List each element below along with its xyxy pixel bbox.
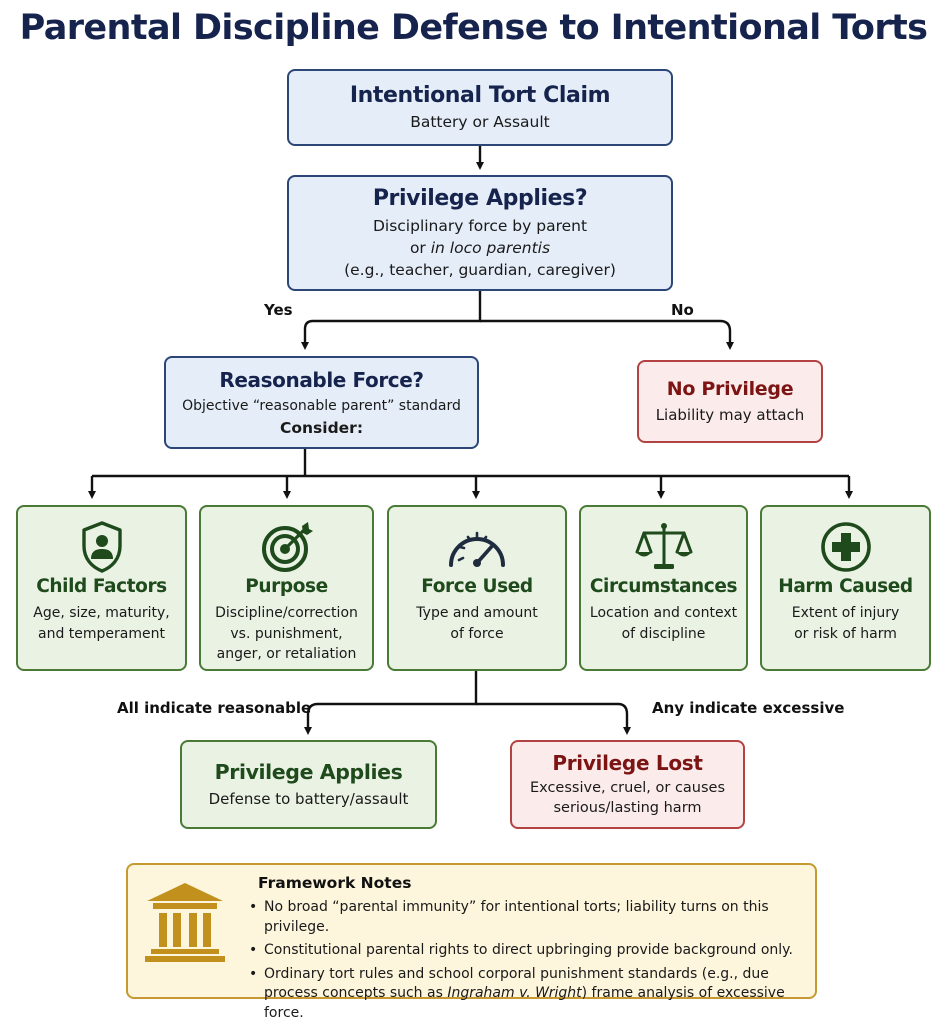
consider-label: Consider: <box>279 419 364 437</box>
privilege-question-line2: or in loco parentis <box>410 237 550 259</box>
notes-item: No broad “parental immunity” for intenti… <box>244 898 812 937</box>
no-privilege-title: No Privilege <box>666 378 794 400</box>
reasonable-force-standard: Objective “reasonable parent” standard <box>182 398 461 414</box>
notes-list: No broad “parental immunity” for intenti… <box>244 898 812 1027</box>
factor-description: Extent of injury or risk of harm <box>766 603 925 644</box>
privilege-lost-line1: Excessive, cruel, or causes <box>529 780 726 796</box>
gauge-icon <box>389 519 565 575</box>
all-reasonable-label: All indicate reasonable <box>117 699 312 717</box>
in-loco-parentis-text: in loco parentis <box>430 238 551 257</box>
privilege-applies-title: Privilege Applies <box>214 760 403 784</box>
claim-subtitle: Battery or Assault <box>410 112 550 131</box>
factor-line: of force <box>450 625 504 642</box>
factor-title: Circumstances <box>589 576 738 597</box>
factor-card-purpose: Purpose Discipline/correction vs. punish… <box>199 505 374 671</box>
factor-line: anger, or retaliation <box>216 646 357 662</box>
factor-line: Discipline/correction <box>215 605 358 621</box>
factor-line: or risk of harm <box>794 625 897 642</box>
factor-description: Location and context of discipline <box>585 603 742 644</box>
page-title: Parental Discipline Defense to Intention… <box>19 8 928 48</box>
courthouse-icon <box>143 881 227 963</box>
arrow-privilege-to-reasonable <box>301 291 482 350</box>
factor-title: Purpose <box>245 576 328 597</box>
any-excessive-label: Any indicate excessive <box>652 699 845 717</box>
privilege-question-line3: (e.g., teacher, guardian, caregiver) <box>344 260 616 279</box>
notes-item: Ordinary tort rules and school corporal … <box>244 965 812 1024</box>
privilege-lost-line2: serious/lasting harm <box>553 800 702 816</box>
claim-title: Intentional Tort Claim <box>349 82 611 108</box>
medical-cross-icon <box>762 519 929 575</box>
privilege-lost-title: Privilege Lost <box>552 751 703 775</box>
factor-description: Discipline/correction vs. punishment, an… <box>205 603 368 665</box>
arrow-force-to-privilege-applies <box>304 671 478 735</box>
factor-description: Age, size, maturity, and temperament <box>22 603 181 644</box>
factor-line: Extent of injury <box>791 605 900 621</box>
factor-card-child-factors: Child Factors Age, size, maturity, and t… <box>16 505 187 671</box>
scales-icon <box>581 519 746 575</box>
factor-title: Force Used <box>421 576 533 597</box>
arrow-privilege-to-no-privilege <box>480 319 734 350</box>
privilege-applies-box: Privilege Applies Defense to battery/ass… <box>180 740 437 829</box>
factor-title: Harm Caused <box>778 576 913 597</box>
reasonable-force-box: Reasonable Force? Objective “reasonable … <box>164 356 479 449</box>
privilege-applies-subtitle: Defense to battery/assault <box>208 790 409 808</box>
factor-card-force-used: Force Used Type and amount of force <box>387 505 567 671</box>
notes-item: Constitutional parental rights to direct… <box>244 941 812 961</box>
factor-line: of discipline <box>621 625 706 642</box>
factor-line: and temperament <box>38 625 165 642</box>
privilege-question-line1: Disciplinary force by parent <box>372 216 588 235</box>
factor-description: Type and amount of force <box>393 603 561 644</box>
factor-line: vs. punishment, <box>230 625 343 642</box>
reasonable-force-title: Reasonable Force? <box>219 368 424 392</box>
no-privilege-box: No Privilege Liability may attach <box>637 360 823 443</box>
no-privilege-subtitle: Liability may attach <box>655 406 805 424</box>
privilege-lost-box: Privilege Lost Excessive, cruel, or caus… <box>510 740 745 829</box>
factor-title: Child Factors <box>36 576 167 597</box>
yes-branch-label: Yes <box>264 301 293 319</box>
notes-item-text: Ordinary tort rules and school corporal … <box>264 965 769 1002</box>
privilege-question-title: Privilege Applies? <box>372 185 588 211</box>
privilege-question-box: Privilege Applies? Disciplinary force by… <box>287 175 673 291</box>
ingraham-case-name: Ingraham v. Wright <box>447 985 582 1001</box>
factor-line: Age, size, maturity, <box>33 605 170 621</box>
no-branch-label: No <box>671 301 694 319</box>
shield-person-icon <box>18 519 185 575</box>
factor-card-harm-caused: Harm Caused Extent of injury or risk of … <box>760 505 931 671</box>
factor-line: Type and amount <box>416 605 538 621</box>
notes-title: Framework Notes <box>258 874 412 892</box>
arrow-force-to-privilege-lost <box>476 702 631 735</box>
target-icon <box>201 519 372 575</box>
privilege-question-line2-prefix: or <box>409 238 431 257</box>
intentional-tort-claim-box: Intentional Tort Claim Battery or Assaul… <box>287 69 673 146</box>
factor-line: Location and context <box>589 605 738 621</box>
factor-card-circumstances: Circumstances Location and context of di… <box>579 505 748 671</box>
